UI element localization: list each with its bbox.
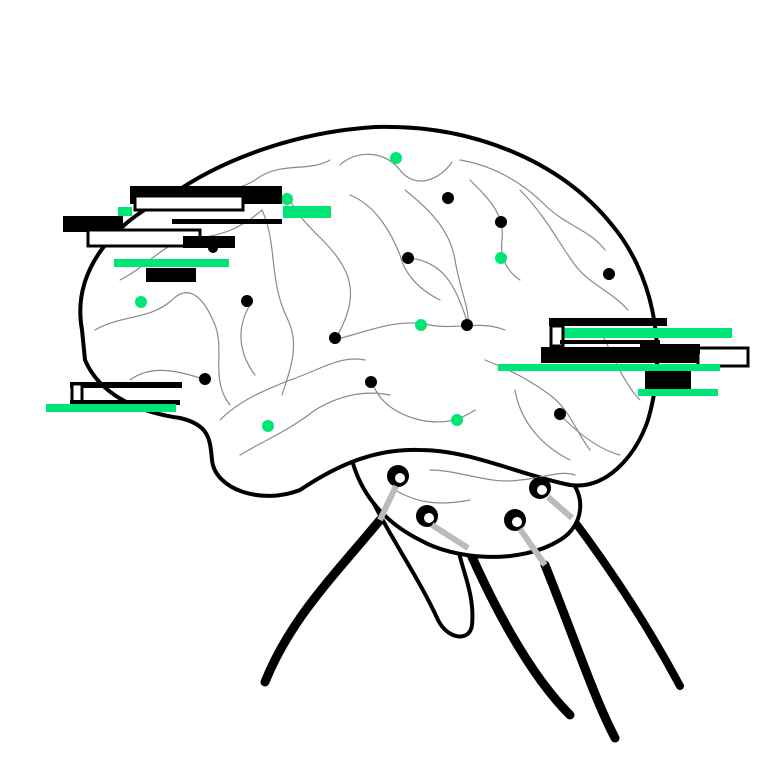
glitch-bar-icon (696, 346, 750, 368)
neuron-node-icon (415, 319, 427, 331)
wire-right-1 (540, 560, 620, 743)
glitch-bar-icon (549, 318, 667, 326)
neuron-nodes (135, 152, 615, 432)
neuron-node-icon (329, 332, 341, 344)
neuron-node-icon (390, 152, 402, 164)
glitch-bar-icon (118, 207, 132, 216)
cerebrum (78, 124, 660, 498)
glitch-cluster-lower-left (46, 382, 182, 412)
wire-center (463, 543, 575, 720)
glitch-bar-icon (114, 259, 229, 267)
neuron-node-icon (281, 193, 293, 205)
glitch-bar-icon (559, 328, 732, 338)
glitch-bar-icon (133, 194, 245, 212)
electrode-icon (416, 505, 470, 551)
neuron-node-icon (495, 252, 507, 264)
neuron-node-icon (451, 414, 463, 426)
neuron-node-icon (554, 408, 566, 420)
glitch-bar-icon (283, 206, 331, 218)
neuron-node-icon (135, 296, 147, 308)
glitch-cluster-right (498, 318, 750, 396)
glitch-bar-icon (645, 371, 691, 389)
glitch-bar-icon (70, 382, 182, 388)
neuron-node-icon (402, 252, 414, 264)
neuron-node-icon (262, 420, 274, 432)
wire-right-2 (568, 514, 684, 690)
electrode-wires (260, 514, 684, 743)
neuron-node-icon (461, 319, 473, 331)
glitch-bar-icon (63, 216, 123, 232)
electrode-icon (504, 509, 548, 567)
neuron-node-icon (603, 268, 615, 280)
glitch-bar-icon (498, 364, 720, 371)
neuron-node-icon (365, 376, 377, 388)
glitch-cluster-upper-left (63, 186, 331, 282)
glitch-bar-icon (560, 340, 660, 344)
electrode-icon (377, 465, 409, 522)
wire-left (260, 515, 385, 687)
glitch-bar-icon (638, 389, 718, 396)
glitch-bar-icon (640, 344, 700, 354)
glitch-bar-icon (183, 236, 235, 248)
glitch-bar-icon (70, 400, 180, 405)
neuron-node-icon (495, 216, 507, 228)
glitch-bar-icon (146, 268, 196, 282)
neuron-node-icon (442, 192, 454, 204)
electrode-icon (529, 477, 574, 521)
electrodes (377, 465, 574, 567)
neuron-node-icon (241, 295, 253, 307)
neuron-node-icon (199, 373, 211, 385)
glitch-bar-icon (46, 404, 176, 412)
glitch-bar-icon (172, 219, 282, 224)
